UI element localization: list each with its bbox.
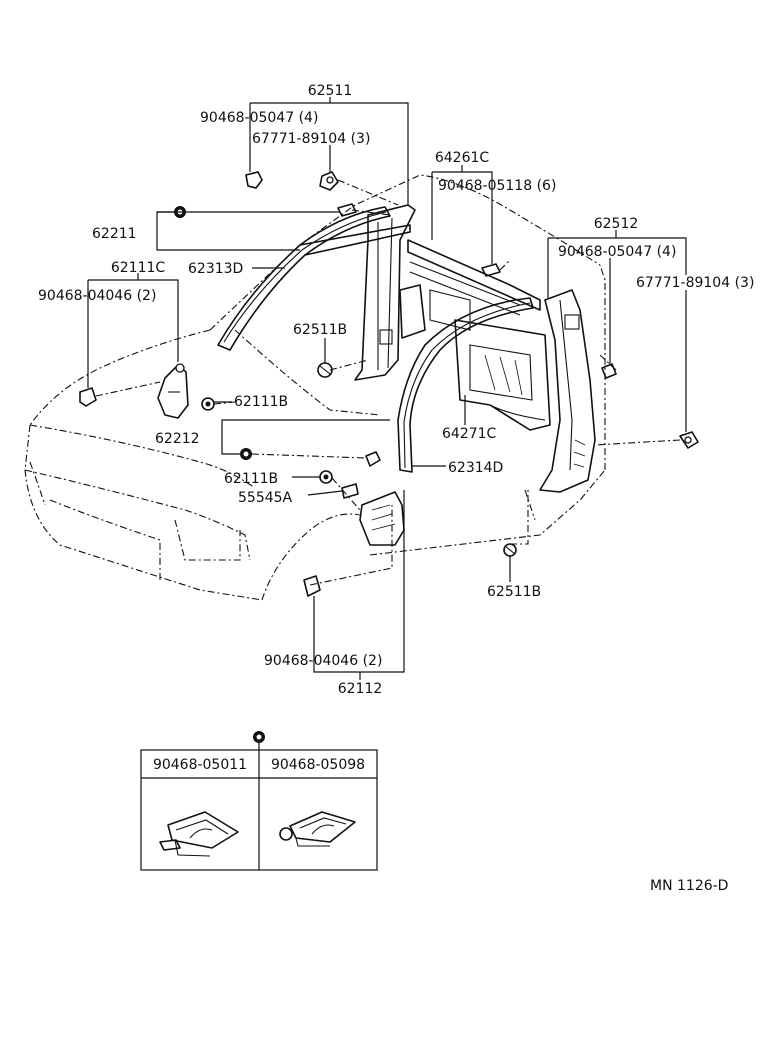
clip-55545a-icon — [341, 483, 359, 499]
cowl-trim-62111c — [157, 363, 189, 419]
label-62512: 62512 — [594, 216, 639, 232]
label-90468-04046-a: 90468-04046 (2) — [38, 288, 156, 304]
label-62211: 62211 — [92, 226, 137, 242]
pillar-garnish-62314d — [397, 297, 534, 473]
diagram-reference-code: MN 1126-D — [650, 878, 728, 894]
fasteners — [79, 171, 699, 743]
label-90468-05098: 90468-05098 — [271, 757, 365, 773]
label-90468-05047-a: 90468-05047 (4) — [200, 110, 318, 126]
label-62111c: 62111C — [111, 260, 166, 276]
label-62212: 62212 — [155, 431, 200, 447]
label-64271c: 64271C — [442, 426, 497, 442]
label-67771-89104-a: 67771-89104 (3) — [252, 131, 370, 147]
clip-62211-icon — [337, 203, 357, 217]
cap-67771-89104-b-icon — [679, 431, 699, 449]
pillar-garnish-62511 — [354, 204, 416, 381]
label-62313d: 62313D — [188, 261, 243, 277]
label-62314d: 62314D — [448, 460, 503, 476]
part-labels: 62511 90468-05047 (4) 67771-89104 (3) 64… — [38, 83, 754, 697]
clip-90468-05098-icon — [279, 811, 356, 847]
label-62511: 62511 — [308, 83, 353, 99]
cap-67771-89104-a-icon — [319, 171, 339, 191]
label-90468-05118: 90468-05118 (6) — [438, 178, 556, 194]
roof-side-rail-64261c — [399, 239, 541, 339]
leader-lines — [87, 97, 687, 680]
label-62511b-b: 62511B — [487, 584, 541, 600]
clip-90468-05047-b-icon — [601, 363, 617, 379]
pillar-garnish-62512 — [539, 289, 596, 493]
label-90468-05011: 90468-05011 — [153, 757, 247, 773]
label-90468-04046-b: 90468-04046 (2) — [264, 653, 382, 669]
clip-90468-04046-b-icon — [303, 575, 321, 597]
label-90468-05047-b: 90468-05047 (4) — [558, 244, 676, 260]
vehicle-body-outline — [24, 174, 606, 601]
label-62112: 62112 — [338, 681, 383, 697]
label-62511b-a: 62511B — [293, 322, 347, 338]
clip-variant-table: 90468-05011 90468-05098 — [140, 743, 378, 871]
label-62111b-a: 62111B — [234, 394, 288, 410]
label-62111b-b: 62111B — [224, 471, 278, 487]
label-67771-89104-b: 67771-89104 (3) — [636, 275, 754, 291]
clip-90468-05118-icon — [481, 263, 501, 277]
clip-90468-05011-icon — [159, 811, 239, 857]
clip-90468-05047-a-icon — [245, 171, 263, 189]
indicator-lines — [95, 179, 681, 586]
kick-panel-62112 — [359, 491, 405, 546]
label-64261c: 64261C — [435, 150, 490, 166]
pillar-garnish-62313d — [217, 206, 411, 351]
clip-90468-04046-a-icon — [79, 387, 97, 407]
quarter-trim-64271c — [454, 319, 551, 431]
label-55545a: 55545A — [238, 490, 293, 506]
clip-62212-icon — [365, 451, 381, 467]
